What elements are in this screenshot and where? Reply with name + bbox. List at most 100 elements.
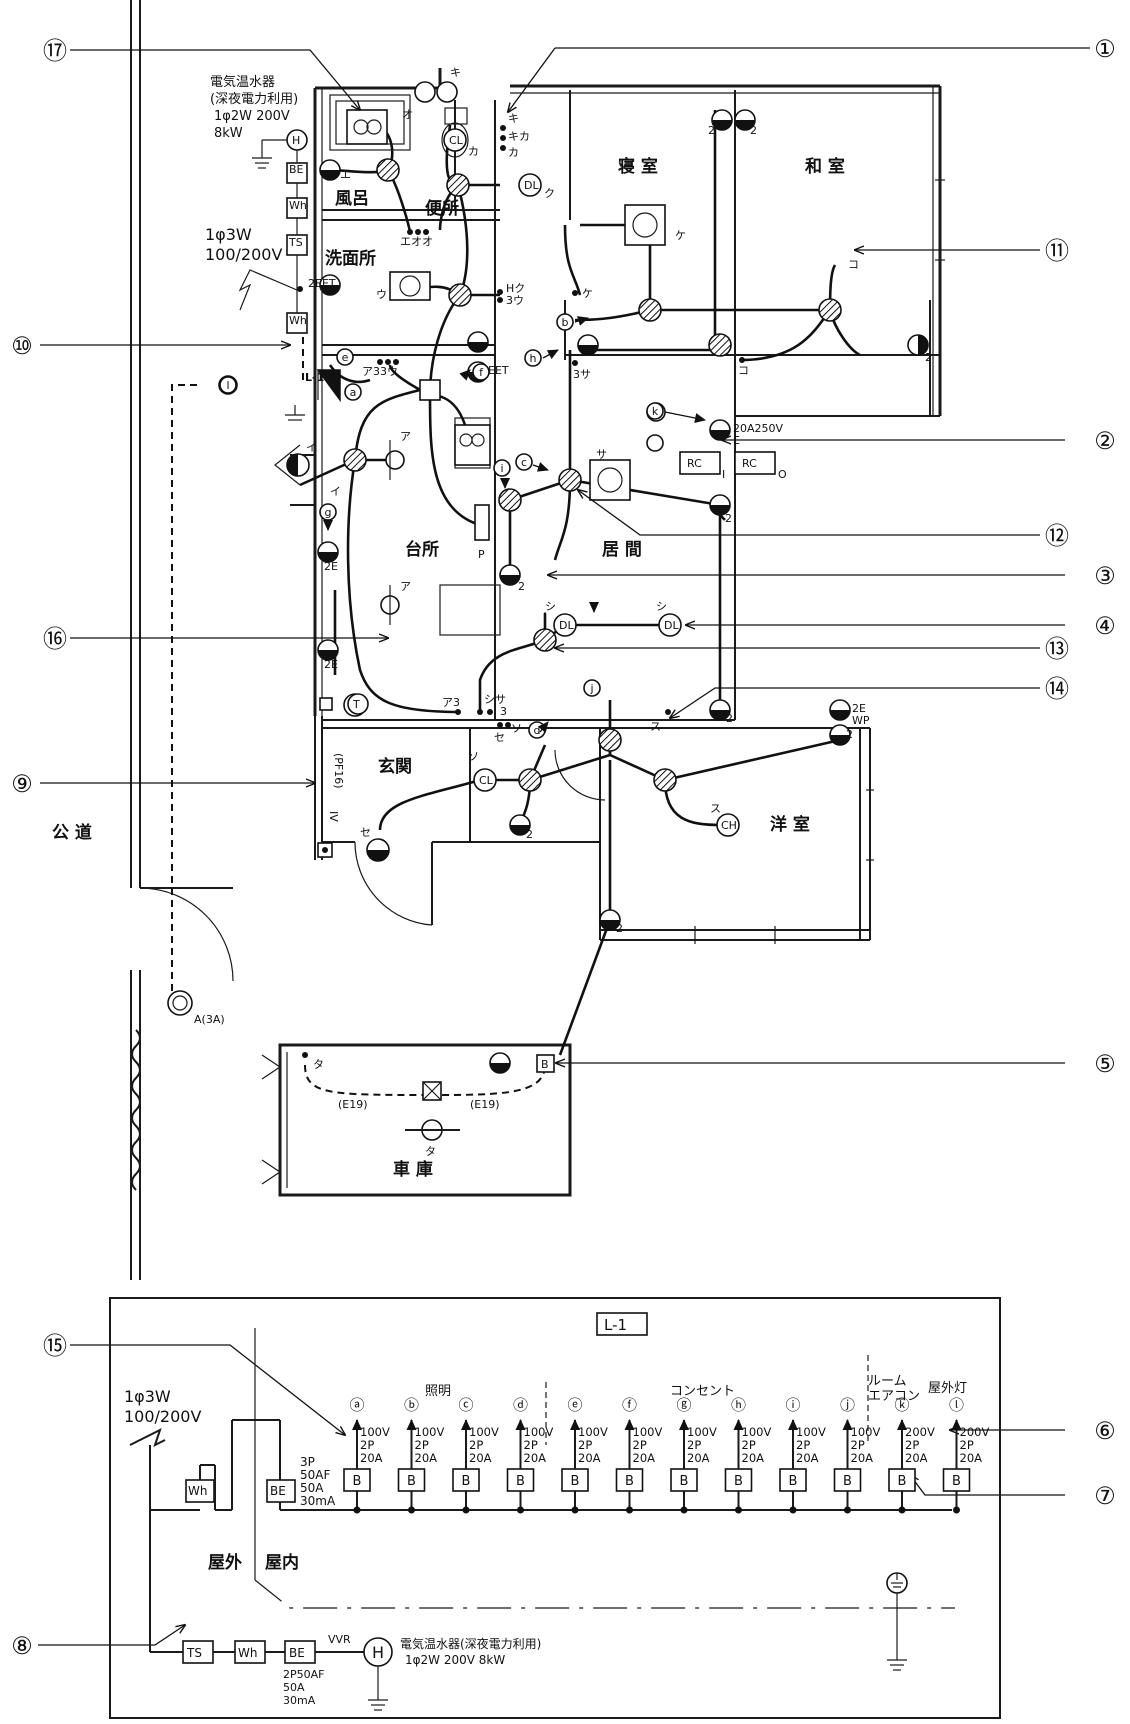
label-ta2: タ bbox=[425, 1145, 436, 1158]
svg-text:b: b bbox=[562, 316, 569, 329]
label-ch: CH bbox=[721, 819, 737, 832]
label-e19-a: (E19) bbox=[338, 1098, 368, 1111]
label-wh2: Wh bbox=[289, 314, 307, 327]
label-2e-a: 2E bbox=[324, 560, 338, 573]
branch-letter: ⓙ bbox=[840, 1396, 855, 1414]
svg-text:j: j bbox=[589, 682, 593, 695]
label-su1: ス bbox=[650, 720, 661, 733]
panel-be2: BE bbox=[289, 1646, 305, 1660]
circuit-bubble-b: b bbox=[556, 313, 574, 331]
panel-service1: 1φ3W bbox=[124, 1387, 171, 1406]
branch-spec: 2P bbox=[469, 1438, 483, 1452]
branch-spec: 2P bbox=[415, 1438, 429, 1452]
label-hk: Hク bbox=[506, 282, 525, 295]
label-pf16: (PF16) bbox=[332, 753, 345, 789]
outlets bbox=[297, 109, 929, 1074]
room-japanese: 和 室 bbox=[805, 156, 845, 177]
circuit-bubble-f: f bbox=[472, 363, 490, 381]
label-so2: ソ bbox=[511, 722, 522, 735]
callout-leaders bbox=[38, 47, 1090, 1646]
main-brk-2: 50A bbox=[300, 1481, 324, 1495]
branch-spec: 20A bbox=[851, 1451, 874, 1465]
branch-spec: 100V bbox=[360, 1425, 390, 1439]
label-x3u: ア33ウ bbox=[362, 365, 398, 378]
road-label: 公 道 bbox=[52, 822, 92, 843]
label-h: H bbox=[292, 134, 300, 147]
branch-breaker-label: B bbox=[680, 1474, 689, 1489]
label-eet: EET bbox=[488, 364, 509, 377]
svg-text:d: d bbox=[534, 724, 541, 737]
label-ts: TS bbox=[288, 236, 303, 249]
label-2c: 2 bbox=[925, 351, 932, 364]
label-dl2: DL bbox=[559, 619, 574, 632]
label-outdoor: 屋外 bbox=[208, 1552, 242, 1573]
branch-breaker-label: B bbox=[789, 1474, 798, 1489]
branch-breaker-label: B bbox=[952, 1474, 961, 1489]
branch-spec: 20A bbox=[742, 1451, 765, 1465]
sub-brk-0: 2P50AF bbox=[283, 1668, 324, 1681]
label-3sa: 3サ bbox=[573, 368, 591, 381]
callout-14: ⑭ bbox=[1045, 675, 1069, 703]
sub-brk-2: 30mA bbox=[283, 1694, 316, 1707]
branch-breaker-label: B bbox=[571, 1474, 580, 1489]
label-a1: ア bbox=[400, 430, 411, 443]
circuit-bubble-c: c bbox=[515, 453, 533, 471]
callout-2: ② bbox=[1094, 427, 1116, 455]
callout-15: ⑮ bbox=[43, 1332, 67, 1360]
circuit-bubble-i: i bbox=[493, 459, 511, 477]
branch-spec: 2P bbox=[360, 1438, 374, 1452]
panel-schedule: L-1 照明 コンセント ルーム エアコン 屋外灯 1φ3W 100/200V … bbox=[109, 1297, 1001, 1719]
label-2e-b: 2E bbox=[324, 658, 338, 671]
garage-walls bbox=[261, 1043, 572, 1197]
label-ko: コ bbox=[848, 258, 859, 271]
branch-letter: ⓑ bbox=[404, 1396, 419, 1414]
label-l1: L-1 bbox=[305, 371, 324, 384]
main-brk-1: 50AF bbox=[300, 1468, 330, 1482]
callout-13: ⑬ bbox=[1045, 635, 1069, 663]
branch-spec: 2P bbox=[524, 1438, 538, 1452]
branch-breaker-label: B bbox=[734, 1474, 743, 1489]
main-brk-0: 3P bbox=[300, 1455, 315, 1469]
room-living: 居 間 bbox=[602, 540, 642, 560]
callout-10: ⑩ bbox=[11, 332, 33, 360]
label-rc-i: I bbox=[722, 468, 725, 481]
label-ko2: コ bbox=[738, 364, 749, 377]
symbol-labels: L-1 2EET EET 20A250V E RC RC I O 2E WP 2… bbox=[194, 66, 932, 1158]
label-cl2: CL bbox=[479, 774, 494, 787]
branch-spec: 100V bbox=[469, 1425, 499, 1439]
label-2h: 2 bbox=[526, 828, 533, 841]
branch-spec: 100V bbox=[742, 1425, 772, 1439]
branch-spec: 2P bbox=[742, 1438, 756, 1452]
wiring-lines bbox=[299, 110, 861, 1056]
room-kitchen: 台所 bbox=[405, 539, 439, 560]
branch-spec: 100V bbox=[851, 1425, 881, 1439]
branch-spec: 2P bbox=[960, 1438, 974, 1452]
panel-l1 bbox=[238, 129, 341, 421]
svg-text:c: c bbox=[521, 456, 527, 469]
label-shisa: シサ bbox=[484, 693, 506, 706]
label-ka: カ bbox=[508, 146, 519, 159]
branch-spec: 20A bbox=[469, 1451, 492, 1465]
circuit-bubble-k: k bbox=[646, 402, 664, 420]
panel-h: H bbox=[372, 1643, 384, 1662]
label-2d: 2 bbox=[725, 512, 732, 525]
label-rc1: RC bbox=[687, 457, 702, 470]
svg-text:k: k bbox=[652, 405, 659, 418]
branch-breaker-label: B bbox=[462, 1474, 471, 1489]
label-ke2: ケ bbox=[675, 229, 686, 242]
label-su2: ス bbox=[710, 802, 721, 815]
main-brk-3: 30mA bbox=[300, 1494, 336, 1508]
callout-17: ⑰ bbox=[43, 37, 67, 65]
panel-heater-spec: 1φ2W 200V 8kW bbox=[405, 1653, 505, 1667]
branch-letter: ⓗ bbox=[731, 1396, 746, 1414]
room-bath: 風呂 bbox=[335, 189, 369, 209]
label-kika2: キカ bbox=[508, 130, 530, 143]
room-washroom: 洗面所 bbox=[325, 248, 376, 269]
svg-text:i: i bbox=[500, 462, 503, 475]
